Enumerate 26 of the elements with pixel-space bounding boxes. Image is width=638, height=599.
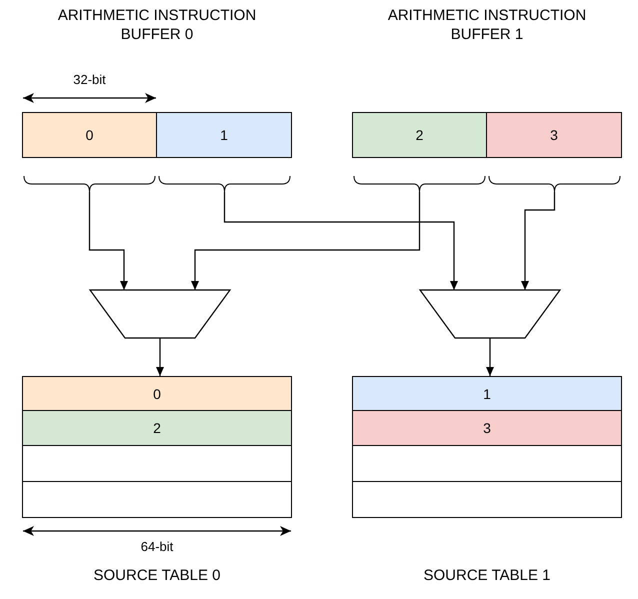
dimension-label: 32-bit	[72, 72, 107, 87]
buffer-cell: 3	[487, 112, 622, 158]
multiplexer-symbol	[88, 289, 232, 339]
table-row: 1	[352, 376, 622, 411]
table-title: SOURCE TABLE 1	[422, 566, 552, 585]
table-row: 0	[22, 376, 292, 411]
buffer-cell: 2	[352, 112, 487, 158]
table-row	[22, 446, 292, 482]
buffer-cell: 0	[22, 112, 157, 158]
arrow	[224, 192, 458, 290]
buffer-title: ARITHMETIC INSTRUCTION BUFFER 1	[386, 6, 588, 44]
table-title: SOURCE TABLE 0	[92, 566, 222, 585]
table-row	[352, 446, 622, 482]
table-row	[22, 482, 292, 518]
table-row	[352, 482, 622, 518]
arrow	[88, 192, 128, 290]
table-row: 2	[22, 411, 292, 446]
buffer-cell: 1	[157, 112, 292, 158]
arrow	[521, 192, 556, 290]
arrow	[156, 338, 164, 376]
buffer-title: ARITHMETIC INSTRUCTION BUFFER 0	[56, 6, 258, 44]
arrow	[486, 338, 494, 376]
arrow	[191, 192, 420, 290]
multiplexer-symbol	[418, 289, 562, 339]
table-row: 3	[352, 411, 622, 446]
dimension-label: 64-bit	[140, 539, 174, 554]
